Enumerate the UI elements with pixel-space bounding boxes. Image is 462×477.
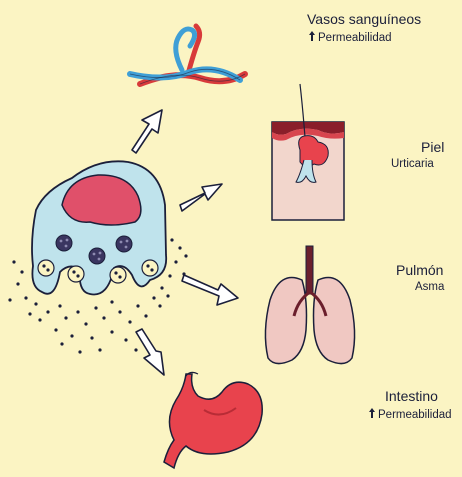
granule <box>89 248 105 264</box>
blood-vessels-illustration <box>130 26 245 84</box>
vessels-effect: Permeabilidad <box>309 31 392 44</box>
vessels-effect-text: Permeabilidad <box>318 32 392 44</box>
degranulation-pocket <box>38 260 54 276</box>
intestine-illustration <box>164 372 262 468</box>
degranulation-pocket <box>110 267 126 283</box>
left-lung <box>265 278 306 364</box>
right-lung <box>314 278 355 364</box>
granule <box>116 236 132 252</box>
intestine-title: Intestino <box>385 388 438 404</box>
arrow-to-lung <box>182 275 238 305</box>
intestine-effect-text: Permeabilidad <box>378 409 452 421</box>
granule <box>56 235 72 251</box>
skin-title: Piel <box>421 139 444 155</box>
skin-effect: Urticaria <box>391 158 434 170</box>
degranulation-pocket <box>142 260 158 276</box>
trachea <box>306 246 313 294</box>
vessels-title: Vasos sanguíneos <box>307 11 421 27</box>
intestine-effect: Permeabilidad <box>369 408 452 421</box>
arrow-to-intestine <box>136 329 164 375</box>
arrow-to-skin <box>180 184 222 211</box>
degranulation-pocket <box>68 266 84 282</box>
stomach <box>164 374 262 468</box>
up-arrow-icon <box>309 31 315 41</box>
skin-illustration <box>272 84 344 220</box>
lung-effect: Asma <box>415 281 444 293</box>
mast-cell <box>32 161 166 294</box>
lung-illustration <box>265 246 354 364</box>
lung-title: Pulmón <box>396 262 443 278</box>
up-arrow-icon <box>369 408 375 418</box>
arrow-to-vessels <box>132 110 162 153</box>
